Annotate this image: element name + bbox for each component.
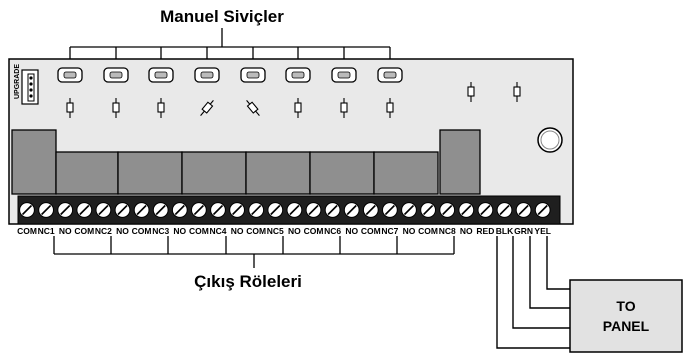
diode-7-icon <box>340 98 348 118</box>
terminal-screws <box>19 202 551 218</box>
switch-6 <box>285 67 311 83</box>
terminal-screw-slot <box>212 204 224 216</box>
terminal-screw-slot <box>193 204 204 216</box>
relays <box>11 129 481 195</box>
terminal-label: NO <box>460 226 473 236</box>
terminal-label: NO <box>288 226 301 236</box>
terminal-label: COM <box>17 226 37 236</box>
switch-5 <box>240 67 266 83</box>
relay-5 <box>309 151 375 195</box>
diode-1-icon <box>66 98 74 118</box>
terminal-label: NC5 <box>267 226 284 236</box>
switch-4 <box>194 67 220 83</box>
terminal-label: COM <box>74 226 94 236</box>
terminal-label: NO <box>173 226 186 236</box>
terminal-screw-slot <box>308 204 319 216</box>
relay-6 <box>373 151 439 195</box>
terminal-label: NC4 <box>209 226 226 236</box>
terminal-screw-slot <box>442 204 453 216</box>
switch-7 <box>331 67 357 83</box>
relay-bracket <box>53 236 455 268</box>
terminal-label: NC8 <box>439 226 456 236</box>
terminal-screw-slot <box>174 204 185 216</box>
panel-label-line2: PANEL <box>603 318 650 334</box>
panel-box <box>569 279 683 353</box>
terminal-label: NO <box>403 226 416 236</box>
terminal-label: COM <box>246 226 266 236</box>
upgrade-connector <box>21 69 39 105</box>
terminal-screw-slot <box>21 204 33 216</box>
terminal-screw-slot <box>346 204 357 216</box>
terminal-label: NC1 <box>38 226 55 236</box>
terminal-screw-slot <box>327 204 338 216</box>
terminal-screw-slot <box>384 204 395 216</box>
diode-9-icon <box>467 82 475 102</box>
relay-1 <box>55 151 119 195</box>
diode-8-icon <box>386 98 394 118</box>
terminal-label: NC2 <box>95 226 112 236</box>
mounting-hole-icon <box>537 127 563 153</box>
terminal-label: YEL <box>534 226 551 236</box>
terminal-screw-slot <box>232 204 243 216</box>
terminal-screw-slot <box>289 204 300 216</box>
terminal-screw-slot <box>251 204 262 216</box>
terminal-screw-slot <box>537 204 548 216</box>
relay-3 <box>181 151 247 195</box>
terminal-label: NO <box>116 226 129 236</box>
diode-10-icon <box>513 82 521 102</box>
terminal-screw-slot <box>365 204 376 216</box>
terminal-label: NC7 <box>381 226 398 236</box>
switch-1 <box>57 67 83 83</box>
terminal-screw-slot <box>499 204 510 216</box>
terminal-label: RED <box>476 226 494 236</box>
terminal-label: NO <box>231 226 244 236</box>
switch-3 <box>148 67 174 83</box>
terminal-label: NO <box>345 226 358 236</box>
terminal-screw-slot <box>518 204 529 216</box>
relay-right-block <box>439 129 481 195</box>
relay-left-block <box>11 129 57 195</box>
relay-4 <box>245 151 311 195</box>
terminal-label: COM <box>189 226 209 236</box>
terminal-label: GRN <box>514 226 533 236</box>
diodes <box>66 82 521 118</box>
panel-label-line1: TO <box>616 298 635 314</box>
terminal-screw-slot <box>60 204 71 216</box>
switch-8 <box>377 67 403 83</box>
terminal-screw-slot <box>461 204 472 216</box>
diode-2-icon <box>112 98 120 118</box>
relay-2 <box>117 151 183 195</box>
terminal-label: NC6 <box>324 226 341 236</box>
terminal-label: BLK <box>496 226 514 236</box>
relays-title: Çıkış Röleleri <box>194 272 302 291</box>
diode-5-icon <box>246 99 260 117</box>
terminal-screw-slot <box>117 204 128 216</box>
terminal-screw-slot <box>155 204 166 216</box>
switches-title: Manuel Siviçler <box>160 7 284 26</box>
terminal-screw-slot <box>403 204 415 216</box>
terminal-label: COM <box>304 226 324 236</box>
terminal-screw-slot <box>480 204 491 216</box>
manual-switches <box>57 67 403 83</box>
upgrade-label: UPGRADE <box>14 64 21 99</box>
terminal-screw-slot <box>270 204 281 216</box>
terminal-screw-slot <box>79 204 90 216</box>
terminal-label: COM <box>361 226 381 236</box>
terminal-label: NC3 <box>152 226 169 236</box>
switch-bracket <box>69 28 391 62</box>
terminal-label: NO <box>59 226 72 236</box>
terminal-screw-slot <box>423 204 434 216</box>
diode-3-icon <box>157 98 165 118</box>
terminal-screw-slot <box>41 204 52 216</box>
diode-4-icon <box>200 99 214 117</box>
switch-2 <box>103 67 129 83</box>
terminal-screw-slot <box>136 204 147 216</box>
diode-6-icon <box>294 98 302 118</box>
panel-wires <box>496 236 570 349</box>
terminal-label: COM <box>418 226 438 236</box>
terminal-screw-slot <box>98 204 109 216</box>
terminal-label: COM <box>132 226 152 236</box>
